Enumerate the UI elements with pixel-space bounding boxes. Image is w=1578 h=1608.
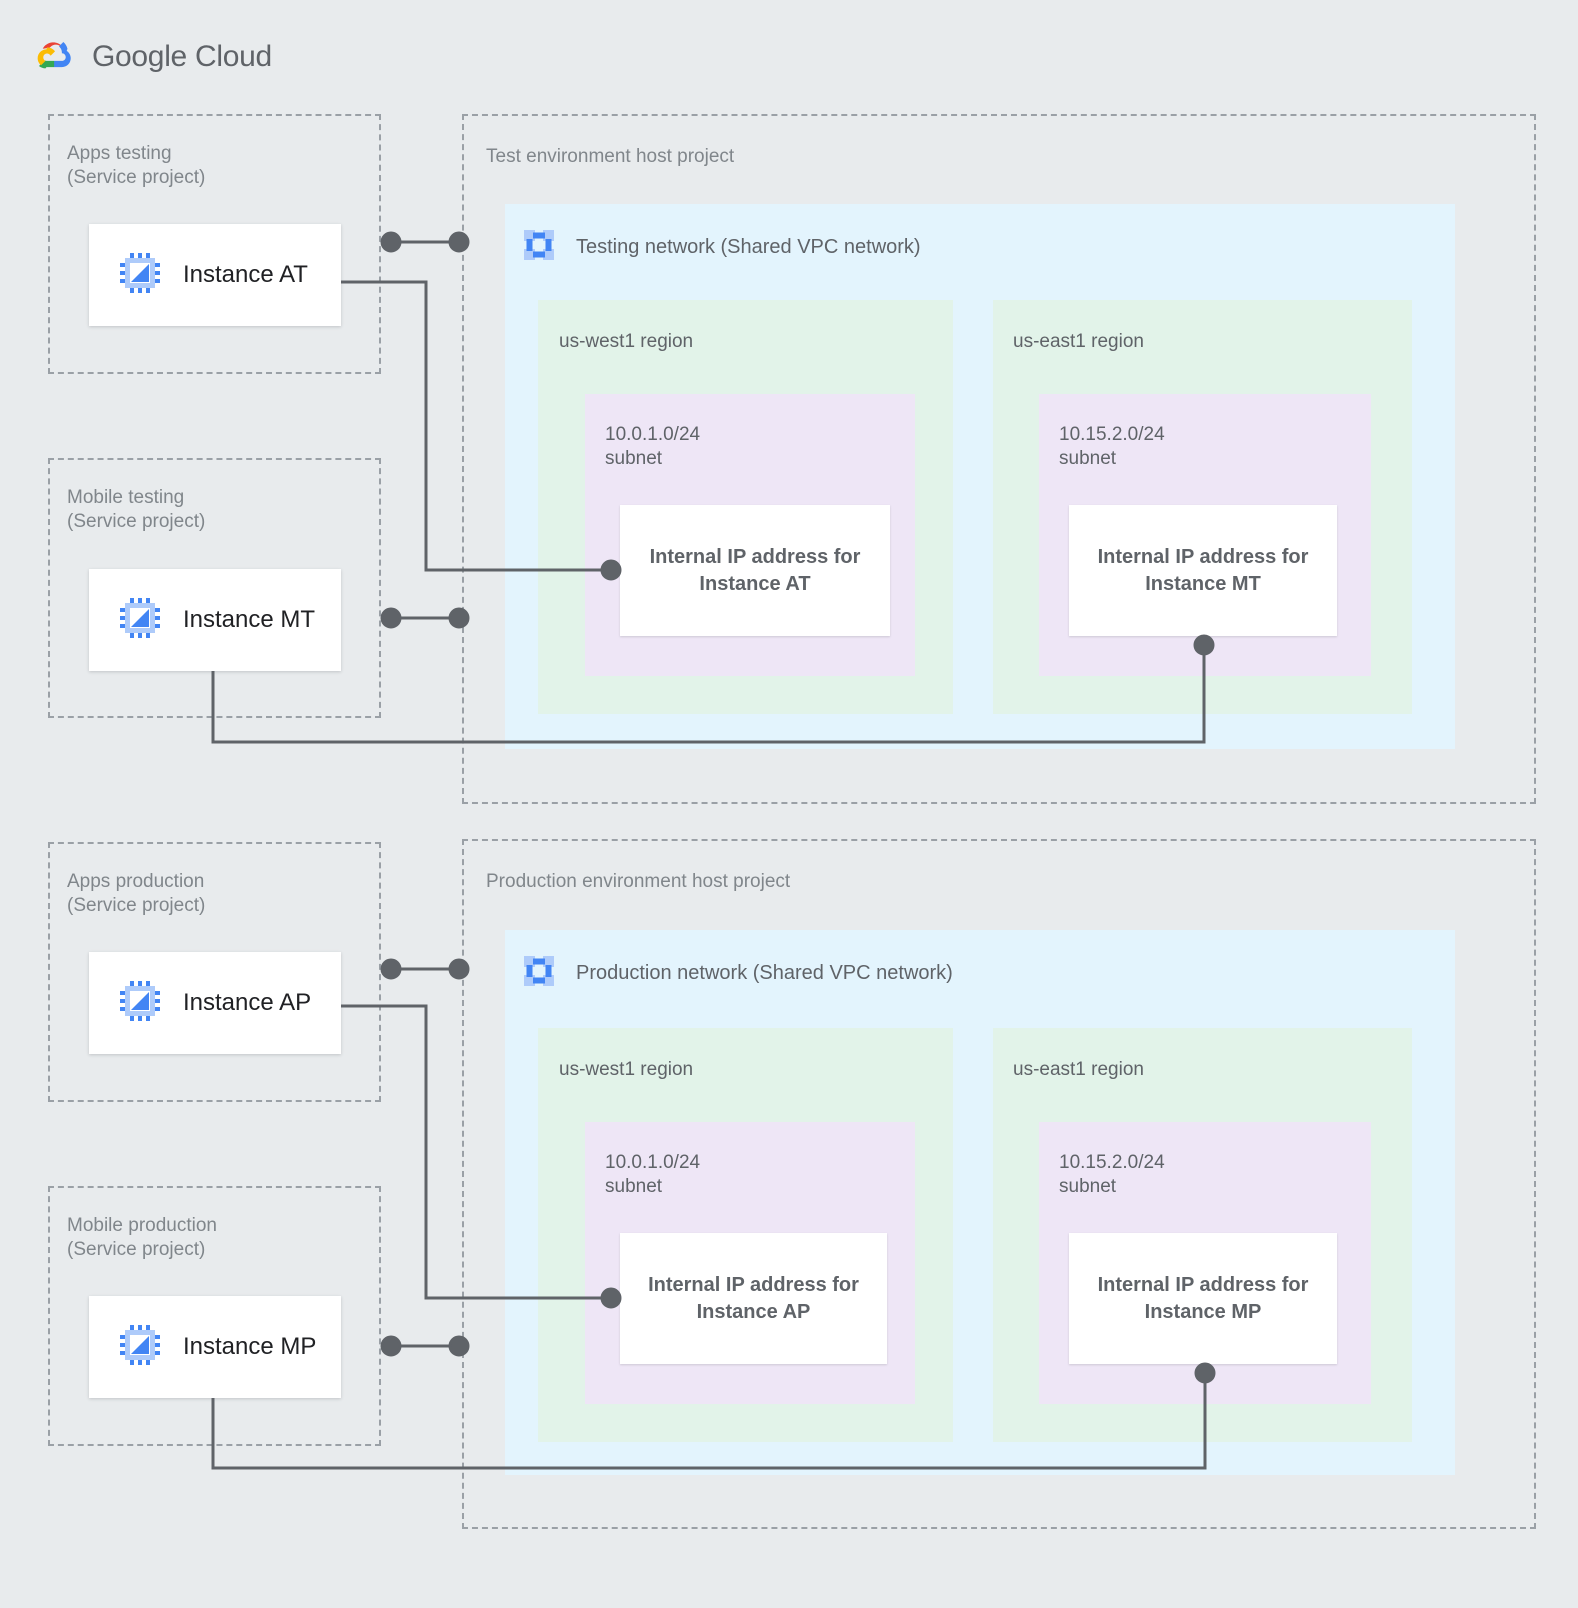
instance-card-mt[interactable]: Instance MT (89, 569, 341, 671)
service-project-apps-testing-label: Apps testing (Service project) (67, 143, 206, 189)
ip-card-instance-at-text: Internal IP address for Instance AT (649, 545, 861, 595)
connector-at-bridge (380, 231, 470, 253)
vpc-network-production-header: Production network (Shared VPC network) (520, 952, 953, 995)
ip-card-instance-ap: Internal IP address for Instance AP (620, 1233, 887, 1364)
ip-card-instance-mp: Internal IP address for Instance MP (1069, 1233, 1337, 1364)
vpc-network-icon (520, 952, 558, 995)
vpc-network-testing-title: Testing network (Shared VPC network) (576, 236, 921, 258)
subnet-test-us-east1-label: 10.15.2.0/24 subnet (1059, 424, 1165, 470)
instance-card-at[interactable]: Instance AT (89, 224, 341, 326)
vpc-network-production-title: Production network (Shared VPC network) (576, 962, 953, 984)
region-prod-us-west1-label: us-west1 region (559, 1059, 694, 1080)
compute-engine-icon (119, 252, 161, 299)
ip-card-instance-mt: Internal IP address for Instance MT (1069, 505, 1337, 636)
ip-card-instance-mp-text: Internal IP address for Instance MP (1097, 1273, 1309, 1323)
google-cloud-logo: Google Cloud (32, 34, 272, 80)
google-cloud-logo-mark (32, 34, 78, 80)
region-prod-us-east1-label: us-east1 region (1013, 1059, 1144, 1080)
vpc-network-testing-header: Testing network (Shared VPC network) (520, 226, 921, 269)
subnet-prod-us-west1-label: 10.0.1.0/24 subnet (605, 1152, 701, 1198)
service-project-mobile-production-label: Mobile production (Service project) (67, 1215, 217, 1261)
instance-label-at: Instance AT (183, 261, 308, 288)
instance-label-mp: Instance MP (183, 1333, 317, 1360)
region-test-us-east1-label: us-east1 region (1013, 331, 1144, 352)
ip-card-instance-at: Internal IP address for Instance AT (620, 505, 890, 636)
subnet-prod-us-east1-label: 10.15.2.0/24 subnet (1059, 1152, 1165, 1198)
service-project-apps-testing (48, 114, 381, 374)
host-project-production-label: Production environment host project (486, 871, 791, 892)
instance-card-mp[interactable]: Instance MP (89, 1296, 341, 1398)
service-project-mobile-testing-label: Mobile testing (Service project) (67, 487, 206, 533)
service-project-apps-production-label: Apps production (Service project) (67, 871, 206, 917)
subnet-test-us-west1-label: 10.0.1.0/24 subnet (605, 424, 701, 470)
cloud-glyph (37, 42, 71, 69)
vpc-network-icon (520, 226, 558, 269)
ip-card-instance-ap-text: Internal IP address for Instance AP (648, 1273, 859, 1323)
instance-card-ap[interactable]: Instance AP (89, 952, 341, 1054)
connector-mp-bridge (380, 1335, 470, 1357)
compute-engine-icon (119, 980, 161, 1027)
instance-label-ap: Instance AP (183, 989, 312, 1016)
instance-label-mt: Instance MT (183, 606, 316, 633)
google-cloud-wordmark: Google Cloud (92, 40, 272, 73)
connector-mt-bridge (380, 607, 470, 629)
compute-engine-icon (119, 597, 161, 644)
connector-ap-bridge (380, 958, 470, 980)
region-test-us-west1-label: us-west1 region (559, 331, 694, 352)
compute-engine-icon (119, 1324, 161, 1371)
host-project-test-label: Test environment host project (486, 146, 735, 167)
ip-card-instance-mt-text: Internal IP address for Instance MT (1097, 545, 1309, 595)
service-project-apps-production (48, 842, 381, 1102)
